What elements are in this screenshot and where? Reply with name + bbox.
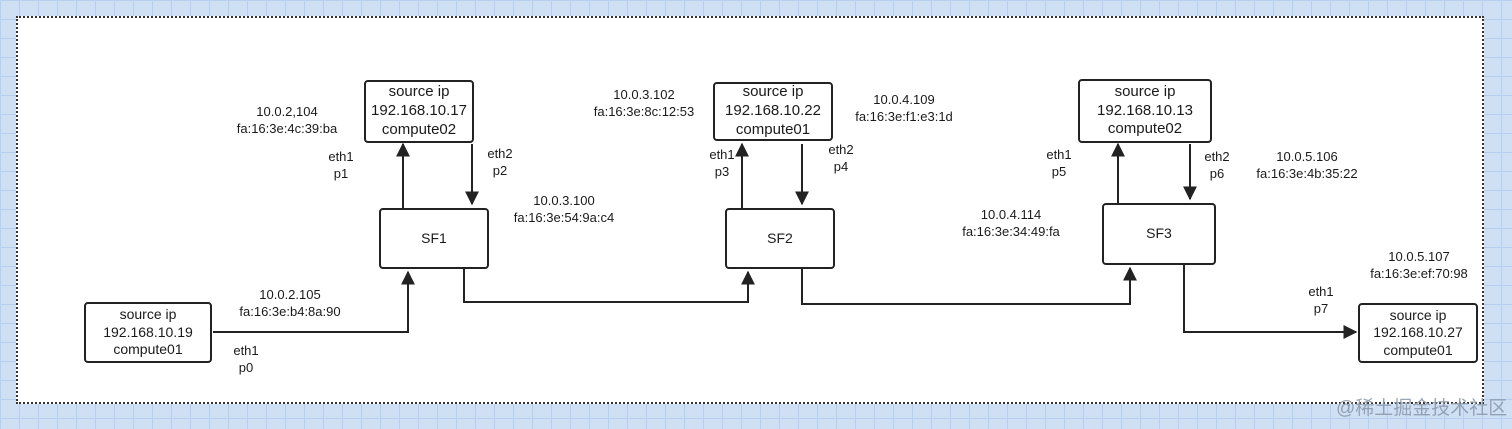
node-text: compute01 [113,341,183,358]
node-source-192-168-10-27: source ip 192.168.10.27 compute01 [1358,303,1478,363]
label-sf3-eth1-port: eth1 p5 [1038,146,1080,180]
label-sf3-eth2-address: 10.0.5.106 fa:16:3e:4b:35:22 [1246,148,1368,182]
node-source-192-168-10-17: source ip 192.168.10.17 compute02 [364,80,474,143]
label-src-port: eth1 p0 [225,342,267,376]
mac-text: fa:16:3e:4c:39:ba [236,121,338,136]
node-label: SF2 [767,229,793,246]
node-text: source ip [119,306,177,323]
edge-sf2-to-sf3 [801,266,1137,305]
node-source-192-168-10-13: source ip 192.168.10.13 compute02 [1078,79,1212,143]
label-src-address: 10.0.2.105 fa:16:3e:b4:8a:90 [228,286,352,320]
iface-text: eth1 [233,343,259,358]
ip-text: 10.0.2,104 [256,104,318,119]
node-text: 192.168.10.17 [371,102,467,120]
ip-text: 10.0.3.102 [613,87,675,102]
label-sf1-eth2-port: eth2 p2 [479,145,521,179]
iface-text: eth1 [1046,147,1072,162]
label-dst-address: 10.0.5.107 fa:16:3e:ef:70:98 [1358,248,1480,282]
iface-text: eth1 [328,149,354,164]
port-text: p7 [1313,301,1329,316]
port-text: p6 [1209,166,1225,181]
watermark: @稀土掘金技术社区 [1336,393,1507,420]
node-text: source ip [388,83,450,101]
port-text: p4 [833,159,849,174]
iface-text: eth1 [709,147,735,162]
iface-text: eth2 [828,142,854,157]
label-sf2-eth2-port: eth2 p4 [820,141,862,175]
label-sf3-eth2-port: eth2 p6 [1196,148,1238,182]
edge-sf1-to-sf2 [463,268,755,303]
node-label: SF3 [1146,225,1172,242]
iface-text: eth2 [1204,149,1230,164]
node-text: source ip [742,83,804,101]
ip-text: 10.0.2.105 [259,287,321,302]
node-source-192-168-10-22: source ip 192.168.10.22 compute01 [713,82,833,141]
ip-text: 10.0.5.106 [1276,149,1338,164]
node-text: 192.168.10.27 [1373,324,1463,341]
edge-src19-to-sf1 [213,270,415,333]
node-sf2: SF2 [725,208,835,269]
node-text: 192.168.10.19 [103,323,193,340]
mac-text: fa:16:3e:ef:70:98 [1370,266,1468,281]
label-sf3-eth1-address: 10.0.4.114 fa:16:3e:34:49:fa [950,206,1072,240]
node-text: source ip [1114,82,1176,100]
ip-text: 10.0.3.100 [533,193,595,208]
label-sf1-eth2-address: 10.0.3.100 fa:16:3e:54:9a:c4 [503,192,625,226]
node-source-192-168-10-19: source ip 192.168.10.19 compute01 [84,302,212,363]
mac-text: fa:16:3e:8c:12:53 [593,104,695,119]
port-text: p0 [238,360,254,375]
node-text: 192.168.10.22 [725,102,821,120]
mac-text: fa:16:3e:4b:35:22 [1256,166,1358,181]
label-sf2-eth1-port: eth1 p3 [701,146,743,180]
port-text: p5 [1051,164,1067,179]
node-sf3: SF3 [1102,203,1216,265]
mac-text: fa:16:3e:b4:8a:90 [239,304,341,319]
node-label: SF1 [421,229,447,246]
label-sf2-eth2-address: 10.0.4.109 fa:16:3e:f1:e3:1d [845,91,963,125]
iface-text: eth1 [1308,284,1334,299]
node-text: compute01 [1383,341,1453,358]
port-text: p2 [492,163,508,178]
node-text: compute01 [735,120,811,138]
label-sf1-eth1-port: eth1 p1 [320,148,362,182]
mac-text: fa:16:3e:34:49:fa [962,224,1060,239]
label-dst-port: eth1 p7 [1300,283,1342,317]
port-text: p1 [333,166,349,181]
label-sf1-eth1-address: 10.0.2,104 fa:16:3e:4c:39:ba [228,103,346,137]
node-text: 192.168.10.13 [1097,101,1193,119]
node-sf1: SF1 [379,208,489,269]
node-text: compute02 [381,120,457,138]
mac-text: fa:16:3e:f1:e3:1d [855,109,953,124]
iface-text: eth2 [487,146,513,161]
port-text: p3 [714,164,730,179]
ip-text: 10.0.4.114 [980,207,1042,222]
node-text: source ip [1389,306,1447,323]
label-sf2-eth1-address: 10.0.3.102 fa:16:3e:8c:12:53 [584,86,704,120]
watermark-text: @稀土掘金技术社区 [1336,398,1508,419]
node-text: compute02 [1107,120,1183,138]
edge-sf3-to-dst27 [1183,264,1358,339]
ip-text: 10.0.5.107 [1388,249,1450,264]
mac-text: fa:16:3e:54:9a:c4 [513,210,615,225]
ip-text: 10.0.4.109 [873,92,935,107]
